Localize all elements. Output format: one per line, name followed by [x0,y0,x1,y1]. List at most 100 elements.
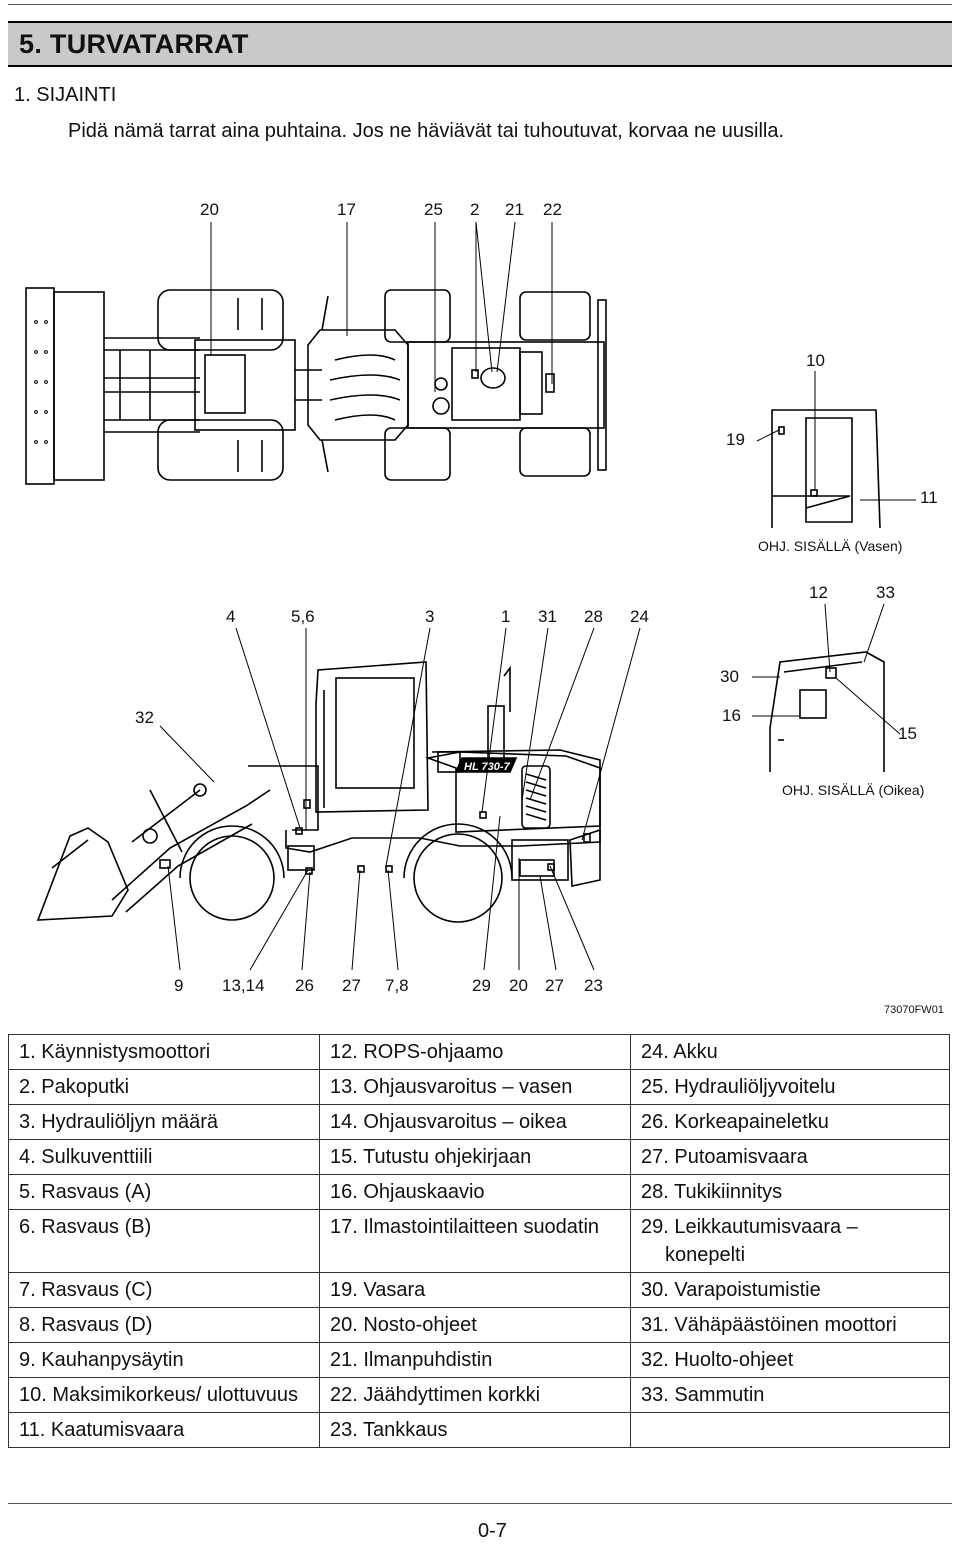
legend-cell: 33. Sammutin [630,1377,950,1413]
callout-29: 29 [472,976,491,995]
svg-text:HL 730-7: HL 730-7 [464,761,511,773]
callout-9: 9 [174,976,184,995]
callout-21: 21 [505,200,524,219]
callout-25: 25 [424,200,443,219]
legend-cell: 14. Ohjausvaroitus – oikea [319,1104,631,1140]
legend-row: 1. Käynnistysmoottori 12. ROPS-ohjaamo 24.… [8,1034,950,1070]
legend-item: 30. Varapoistumistie [641,1279,821,1301]
loader-side-view: HL 730-7 [36,661,601,923]
legend-cell: 15. Tutustu ohjekirjaan [319,1139,631,1175]
legend-cell: 27. Putoamisvaara [630,1139,950,1175]
legend-cell: 23. Tankkaus [319,1412,631,1448]
callout-33: 33 [876,583,895,602]
bottom-rule [8,1503,952,1504]
callout-31: 31 [538,607,557,626]
callout-12: 12 [809,583,828,602]
callout-26: 26 [295,976,314,995]
legend-item: 5. Rasvaus (A) [19,1181,152,1203]
callout-22: 22 [543,200,562,219]
callout-13-14: 13,14 [222,976,265,995]
legend-item: 1. Käynnistysmoottori [19,1041,211,1063]
legend-row: 7. Rasvaus (C) 19. Vasara 30. Varapoistumi… [8,1272,950,1308]
legend-cell: 4. Sulkuventtiili [8,1139,320,1175]
legend-item: 9. Kauhanpysäytin [19,1349,184,1371]
legend-item: 32. Huolto-ohjeet [641,1349,794,1371]
legend-row: 9. Kauhanpysäytin 21. Ilmanpuhdistin 32. H… [8,1342,950,1378]
legend-cell: 28. Tukikiinnitys [630,1174,950,1210]
figure-code: 73070FW01 [884,1004,944,1016]
chapter-title: 5. TURVATARRAT [19,29,249,59]
cab-left-caption: OHJ. SISÄLLÄ (Vasen) [758,538,903,554]
decal-location-diagram: HL 730-7 [25,221,916,971]
intro-text: Pidä nämä tarrat aina puhtaina. Jos ne h… [68,120,785,142]
callout-5-6: 5,6 [291,607,315,626]
callout-23: 23 [584,976,603,995]
legend-cell: 8. Rasvaus (D) [8,1307,320,1343]
legend-cell: 1. Käynnistysmoottori [8,1034,320,1070]
legend-item: 29. Leikkautumisvaara – konepelti [641,1216,858,1266]
callout-27b: 27 [545,976,564,995]
legend-item: 17. Ilmastointilaitteen suodatin [330,1216,600,1238]
legend-cell: 21. Ilmanpuhdistin [319,1342,631,1378]
callout-lines [159,221,916,971]
callout-11: 11 [920,488,938,507]
legend-item: 14. Ohjausvaroitus – oikea [330,1111,567,1133]
legend-item: 7. Rasvaus (C) [19,1279,153,1301]
legend-row: 8. Rasvaus (D) 20. Nosto-ohjeet 31. Vähäpä… [8,1307,950,1343]
legend-item: 21. Ilmanpuhdistin [330,1349,493,1371]
legend-item: 3. Hydrauliöljyn määrä [19,1111,218,1133]
legend-row: 6. Rasvaus (B) 17. Ilmastointilaitteen su… [8,1209,950,1273]
legend-row: 4. Sulkuventtiili 15. Tutustu ohjekirjaan… [8,1139,950,1175]
legend-item: 4. Sulkuventtiili [19,1146,153,1168]
legend-item: 33. Sammutin [641,1384,765,1406]
callout-30: 30 [720,667,739,686]
legend-item: 26. Korkeapaineletku [641,1111,829,1133]
legend-cell: 22. Jäähdyttimen korkki [319,1377,631,1413]
legend-item: 31. Vähäpäästöinen moottori [641,1314,897,1336]
legend-item: 24. Akku [641,1041,718,1063]
legend-item: 16. Ohjauskaavio [330,1181,485,1203]
legend-item: 28. Tukikiinnitys [641,1181,783,1203]
legend-item: 10. Maksimikorkeus/ ulottuvuus [19,1384,299,1406]
cab-left-detail [771,409,881,529]
legend-cell: 32. Huolto-ohjeet [630,1342,950,1378]
callout-17: 17 [337,200,356,219]
legend-item: 6. Rasvaus (B) [19,1216,152,1238]
page-number: 0-7 [478,1520,507,1542]
callout-2: 2 [470,200,480,219]
legend-item: 8. Rasvaus (D) [19,1314,153,1336]
legend-item: 13. Ohjausvaroitus – vasen [330,1076,573,1098]
section-title: 1. SIJAINTI [14,84,117,106]
legend-row: 3. Hydrauliöljyn määrä 14. Ohjausvaroitus… [8,1104,950,1140]
legend-cell: 2. Pakoputki [8,1069,320,1105]
legend-cell: 19. Vasara [319,1272,631,1308]
legend-cell: 17. Ilmastointilaitteen suodatin [319,1209,631,1273]
legend-cell: 6. Rasvaus (B) [8,1209,320,1273]
legend-cell [630,1412,950,1448]
callout-15: 15 [898,724,917,743]
callout-27a: 27 [342,976,361,995]
callout-24: 24 [630,607,649,626]
callout-7-8: 7,8 [385,976,409,995]
legend-cell: 7. Rasvaus (C) [8,1272,320,1308]
legend-item: 12. ROPS-ohjaamo [330,1041,504,1063]
legend-cell: 30. Varapoistumistie [630,1272,950,1308]
legend-cell: 26. Korkeapaineletku [630,1104,950,1140]
loader-top-view [25,287,607,485]
legend-cell: 9. Kauhanpysäytin [8,1342,320,1378]
legend-item: 25. Hydrauliöljyvoitelu [641,1076,836,1098]
callout-4: 4 [226,607,236,626]
legend-cell: 16. Ohjauskaavio [319,1174,631,1210]
callout-32: 32 [135,708,154,727]
legend-item: 11. Kaatumisvaara [19,1419,185,1441]
cab-right-caption: OHJ. SISÄLLÄ (Oikea) [782,782,925,798]
legend-cell: 20. Nosto-ohjeet [319,1307,631,1343]
legend-row: 5. Rasvaus (A) 16. Ohjauskaavio 28. Tukiki… [8,1174,950,1210]
legend-row: 2. Pakoputki 13. Ohjausvaroitus – vasen 25… [8,1069,950,1105]
legend-item: 20. Nosto-ohjeet [330,1314,477,1336]
callout-16: 16 [722,706,741,725]
legend-cell: 3. Hydrauliöljyn määrä [8,1104,320,1140]
legend-row: 11. Kaatumisvaara 23. Tankkaus [8,1412,950,1448]
legend-cell: 31. Vähäpäästöinen moottori [630,1307,950,1343]
legend-item: 22. Jäähdyttimen korkki [330,1384,541,1406]
